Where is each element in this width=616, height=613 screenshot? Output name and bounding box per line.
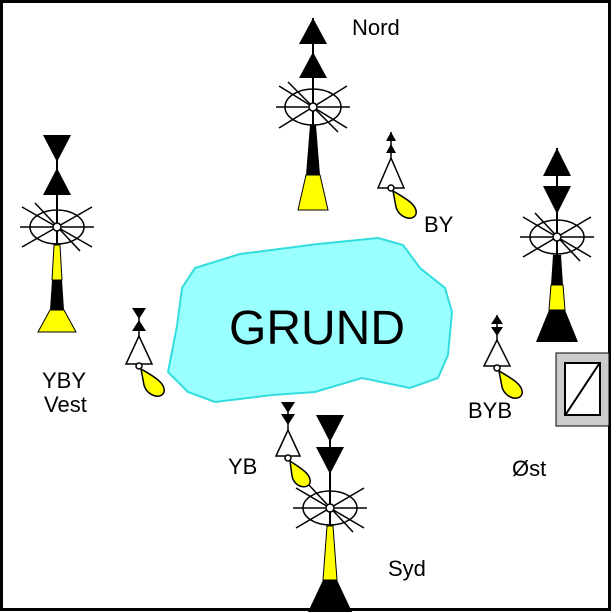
north-light-rays-icon [276, 81, 350, 133]
south-cardinal-buoy-icon [293, 415, 367, 612]
isolated-panel-icon [555, 352, 610, 427]
small-buoy-north-label: BY [424, 212, 454, 237]
shoal-label: GRUND [229, 302, 405, 355]
shoal-shape [166, 236, 454, 404]
east-light-rays-icon [520, 212, 594, 262]
north-cardinal-buoy-icon [276, 18, 350, 211]
north-label: Nord [352, 15, 400, 40]
east-cardinal-buoy-icon [520, 148, 594, 342]
east-label: Øst [512, 456, 546, 481]
small-buoy-south-label: YB [228, 454, 257, 479]
small-buoy-south-icon [274, 402, 311, 488]
south-label: Syd [388, 556, 426, 581]
small-buoy-north-icon [376, 132, 417, 219]
small-buoy-east-label: BYB [468, 398, 512, 423]
small-buoy-west-icon [124, 308, 165, 397]
west-label: Vest [44, 392, 87, 417]
small-buoy-west-label: YBY [42, 368, 86, 393]
south-light-rays-icon [293, 483, 367, 533]
small-buoy-east-icon [482, 315, 523, 399]
west-light-rays-icon [20, 202, 94, 252]
west-cardinal-buoy-icon [20, 135, 94, 333]
